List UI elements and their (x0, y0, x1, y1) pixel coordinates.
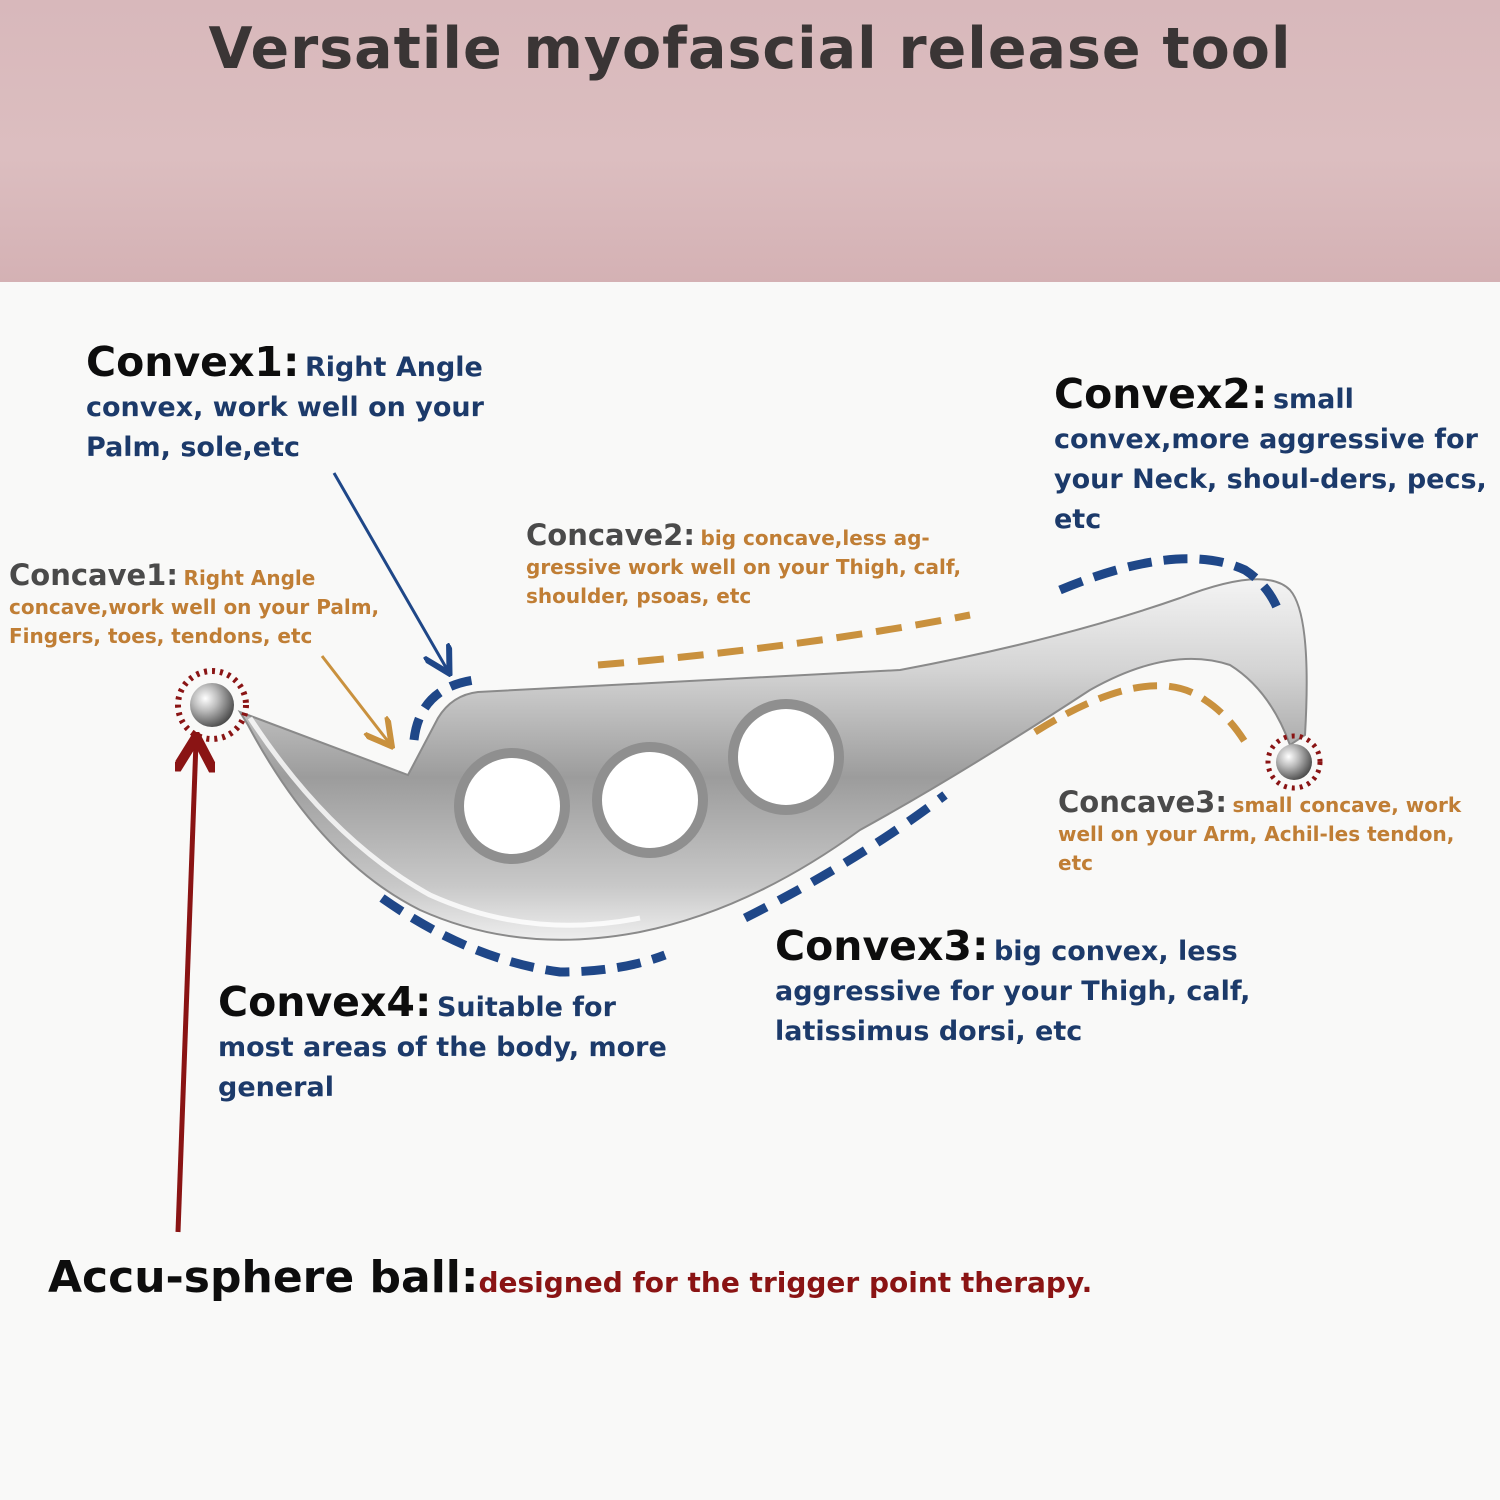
convex4-label: Convex4: Suitable for most areas of the … (218, 978, 678, 1108)
tool-highlight (247, 716, 641, 928)
convex4-text: Suitable for most areas of the body, mor… (218, 992, 667, 1103)
concave2-text: big concave,less ag-gressive work well o… (526, 526, 962, 608)
convex3-heading: Convex3: (775, 922, 989, 970)
accu-sphere-heading: Accu-sphere ball: (48, 1252, 479, 1303)
convex1-label: Convex1: Right Angle convex, work well o… (86, 338, 556, 468)
left-ball-dotted-ring (175, 668, 249, 742)
convex1-arrow (332, 472, 448, 671)
convex2-dash (1058, 554, 1283, 612)
convex4-heading: Convex4: (218, 978, 432, 1026)
concave2-dash (597, 611, 971, 669)
convex3-label: Convex3: big convex, less aggressive for… (775, 922, 1295, 1052)
concave3-text: small concave, work well on your Arm, Ac… (1058, 793, 1462, 875)
convex3-dash (742, 791, 948, 923)
left-accu-ball (190, 683, 234, 727)
accu-sphere-arrow (178, 742, 196, 1233)
concave1-arrow (320, 655, 390, 744)
concave1-heading: Concave1: (9, 558, 178, 592)
finger-hole-2 (592, 742, 708, 858)
convex3-text: big convex, less aggressive for your Thi… (775, 936, 1251, 1047)
convex2-label: Convex2: small convex,more aggressive fo… (1054, 370, 1499, 540)
concave3-dash (1033, 682, 1248, 744)
finger-hole-1 (454, 748, 570, 864)
convex4-dash (379, 894, 667, 977)
right-accu-ball (1276, 744, 1312, 780)
convex1-heading: Convex1: (86, 338, 300, 386)
concave2-label: Concave2: big concave,less ag-gressive w… (526, 518, 1016, 611)
concave3-label: Concave3: small concave, work well on yo… (1058, 785, 1488, 878)
finger-hole-3 (728, 699, 844, 815)
convex1-text: Right Angle convex, work well on your Pa… (86, 352, 484, 463)
accu-sphere-text: designed for the trigger point therapy. (478, 1266, 1093, 1299)
right-ball-dotted-ring (1265, 733, 1323, 791)
convex2-text: small convex,more aggressive for your Ne… (1054, 384, 1487, 535)
page-title: Versatile myofascial release tool (208, 16, 1292, 82)
header-banner (0, 0, 1500, 282)
convex2-heading: Convex2: (1054, 370, 1268, 418)
convex1-dash (409, 675, 475, 741)
concave3-heading: Concave3: (1058, 785, 1227, 819)
accu-sphere-label: Accu-sphere ball:designed for the trigge… (48, 1252, 1348, 1303)
concave1-text: Right Angle concave,work well on your Pa… (9, 566, 380, 648)
concave1-label: Concave1: Right Angle concave,work well … (9, 558, 389, 651)
concave2-heading: Concave2: (526, 518, 695, 552)
